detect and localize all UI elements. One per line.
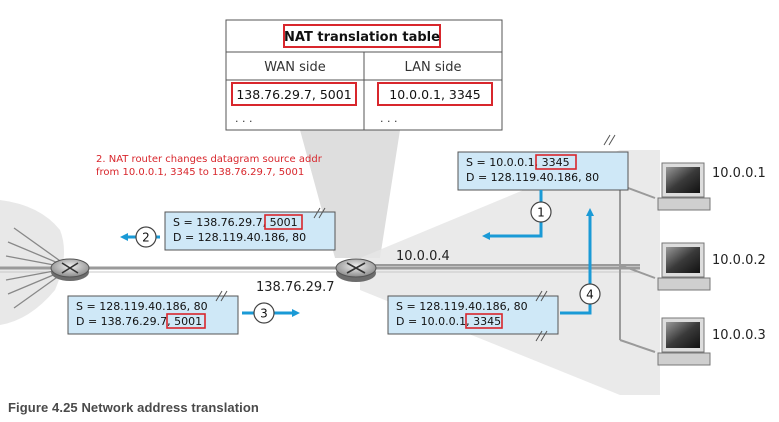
left-router bbox=[50, 258, 90, 281]
nat-router bbox=[335, 258, 377, 282]
nat-table: NAT translation table WAN side LAN side … bbox=[225, 19, 503, 131]
datagram-1: S = 10.0.0.1, 3345 D = 128.119.40.186, 8… bbox=[457, 134, 629, 191]
step-3-badge: 3 bbox=[253, 302, 275, 324]
datagram-2-src: S = 138.76.29.7, 5001 bbox=[173, 216, 298, 229]
lan-ellipsis: . . . bbox=[380, 112, 397, 125]
datagram-3: S = 128.119.40.186, 80 D = 138.76.29.7, … bbox=[67, 290, 239, 335]
datagram-2: S = 138.76.29.7, 5001 D = 128.119.40.186… bbox=[164, 207, 336, 251]
router-lan-address: 10.0.0.4 bbox=[396, 249, 450, 264]
host-10-0-0-3 bbox=[657, 317, 711, 366]
table-pointer-fan bbox=[300, 130, 400, 258]
host-1-address: 10.0.0.1 bbox=[712, 166, 766, 181]
step-2-badge: 2 bbox=[135, 226, 157, 248]
datagram-2-dst: D = 128.119.40.186, 80 bbox=[173, 231, 306, 244]
step-1-badge: 1 bbox=[530, 201, 552, 223]
datagram-3-dst: D = 138.76.29.7, 5001 bbox=[76, 315, 202, 328]
datagram-1-dst: D = 128.119.40.186, 80 bbox=[466, 171, 599, 184]
lan-side-header: LAN side bbox=[405, 60, 462, 75]
wan-ellipsis: . . . bbox=[235, 112, 252, 125]
datagram-1-src: S = 10.0.0.1, 3345 bbox=[466, 156, 570, 169]
host-2-address: 10.0.0.2 bbox=[712, 253, 766, 268]
svg-text:4: 4 bbox=[586, 288, 594, 302]
datagram-3-src: S = 128.119.40.186, 80 bbox=[76, 300, 208, 313]
arrow-step-4 bbox=[560, 208, 594, 315]
datagram-4: S = 128.119.40.186, 80 D = 10.0.0.1, 334… bbox=[387, 290, 559, 342]
left-network-cloud bbox=[0, 200, 64, 325]
datagram-4-src: S = 128.119.40.186, 80 bbox=[396, 300, 528, 313]
host-3-address: 10.0.0.3 bbox=[712, 328, 766, 343]
host-10-0-0-2 bbox=[657, 242, 711, 291]
wan-side-header: WAN side bbox=[264, 60, 326, 75]
annotation-line-1: 2. NAT router changes datagram source ad… bbox=[96, 154, 323, 165]
figure-caption: Figure 4.25 Network address translation bbox=[8, 400, 259, 415]
annotation-line-2: from 10.0.0.1, 3345 to 138.76.29.7, 5001 bbox=[96, 167, 304, 178]
lan-links bbox=[375, 180, 656, 353]
host-10-0-0-1 bbox=[657, 162, 711, 211]
wan-entry: 138.76.29.7, 5001 bbox=[236, 87, 351, 102]
svg-text:3: 3 bbox=[260, 307, 268, 321]
svg-text:1: 1 bbox=[537, 206, 545, 220]
svg-text:2: 2 bbox=[142, 231, 150, 245]
nat-table-title: NAT translation table bbox=[284, 30, 440, 45]
datagram-4-dst: D = 10.0.0.1, 3345 bbox=[396, 315, 501, 328]
step-4-badge: 4 bbox=[579, 283, 601, 305]
router-wan-address: 138.76.29.7 bbox=[256, 280, 335, 295]
lan-entry: 10.0.0.1, 3345 bbox=[389, 87, 480, 102]
